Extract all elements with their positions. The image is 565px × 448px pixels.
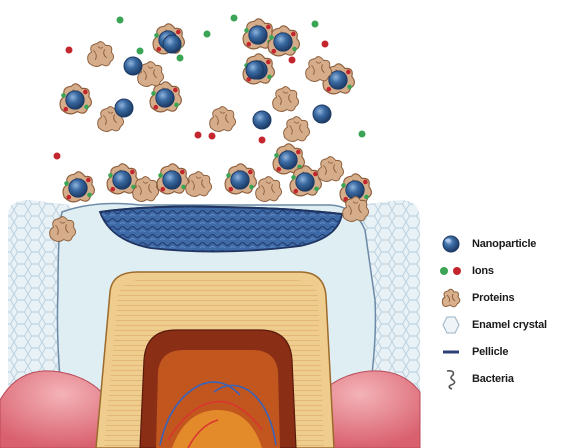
protein-icon bbox=[436, 286, 466, 310]
protein bbox=[88, 42, 114, 67]
protein bbox=[256, 177, 282, 202]
ion-green bbox=[204, 31, 211, 38]
enamel-crystal-icon bbox=[436, 313, 466, 337]
nanoparticle-icon bbox=[436, 232, 466, 256]
legend-item-ions: Ions bbox=[436, 257, 565, 284]
ion-red bbox=[259, 137, 266, 144]
protein-coated-nanoparticle bbox=[225, 164, 256, 194]
protein bbox=[133, 177, 159, 202]
protein-coated-nanoparticle bbox=[290, 166, 321, 196]
ion-red bbox=[322, 41, 329, 48]
legend-item-enamel-crystal: Enamel crystal bbox=[436, 311, 565, 338]
legend-item-proteins: Proteins bbox=[436, 284, 565, 311]
protein-coated-nanoparticle bbox=[150, 82, 181, 112]
protein-coated-nanoparticle bbox=[63, 172, 94, 202]
ion-green bbox=[137, 48, 144, 55]
legend-label-ions: Ions bbox=[466, 265, 494, 277]
ion-green bbox=[177, 55, 184, 62]
legend-label-proteins: Proteins bbox=[466, 292, 514, 304]
ion-red bbox=[195, 132, 202, 139]
nanoparticle bbox=[124, 57, 142, 75]
ion-red bbox=[66, 47, 73, 54]
protein bbox=[273, 87, 299, 112]
pellicle-icon bbox=[436, 340, 466, 364]
ion-green bbox=[312, 21, 319, 28]
protein-coated-nanoparticle bbox=[60, 84, 91, 114]
bacteria-icon bbox=[436, 367, 466, 391]
protein bbox=[318, 157, 344, 182]
protein bbox=[50, 217, 76, 242]
ion-red bbox=[54, 153, 61, 160]
legend: Nanoparticle Ions Proteins Enamel crysta… bbox=[436, 230, 565, 392]
ions-icon bbox=[436, 259, 466, 283]
ion-red bbox=[289, 57, 296, 64]
nanoparticle bbox=[163, 35, 181, 53]
protein bbox=[186, 172, 212, 197]
legend-item-pellicle: Pellicle bbox=[436, 338, 565, 365]
legend-label-nanoparticle: Nanoparticle bbox=[466, 238, 536, 250]
ion-green bbox=[359, 131, 366, 138]
ion-green bbox=[231, 15, 238, 22]
ion-green bbox=[117, 17, 124, 24]
protein-coated-nanoparticle bbox=[268, 26, 299, 56]
protein bbox=[343, 197, 369, 222]
protein bbox=[284, 117, 310, 142]
nanoparticle bbox=[313, 105, 331, 123]
nanoparticle bbox=[115, 99, 133, 117]
legend-label-bacteria: Bacteria bbox=[466, 373, 514, 385]
pellicle-layer bbox=[100, 207, 342, 252]
legend-item-nanoparticle: Nanoparticle bbox=[436, 230, 565, 257]
ion-red bbox=[209, 133, 216, 140]
nanoparticle bbox=[253, 111, 271, 129]
protein bbox=[306, 57, 332, 82]
legend-item-bacteria: Bacteria bbox=[436, 365, 565, 392]
legend-label-pellicle: Pellicle bbox=[466, 346, 508, 358]
protein bbox=[210, 107, 236, 132]
protein-coated-nanoparticle bbox=[157, 164, 188, 194]
legend-label-enamel-crystal: Enamel crystal bbox=[466, 319, 547, 331]
nanoparticle bbox=[246, 61, 264, 79]
